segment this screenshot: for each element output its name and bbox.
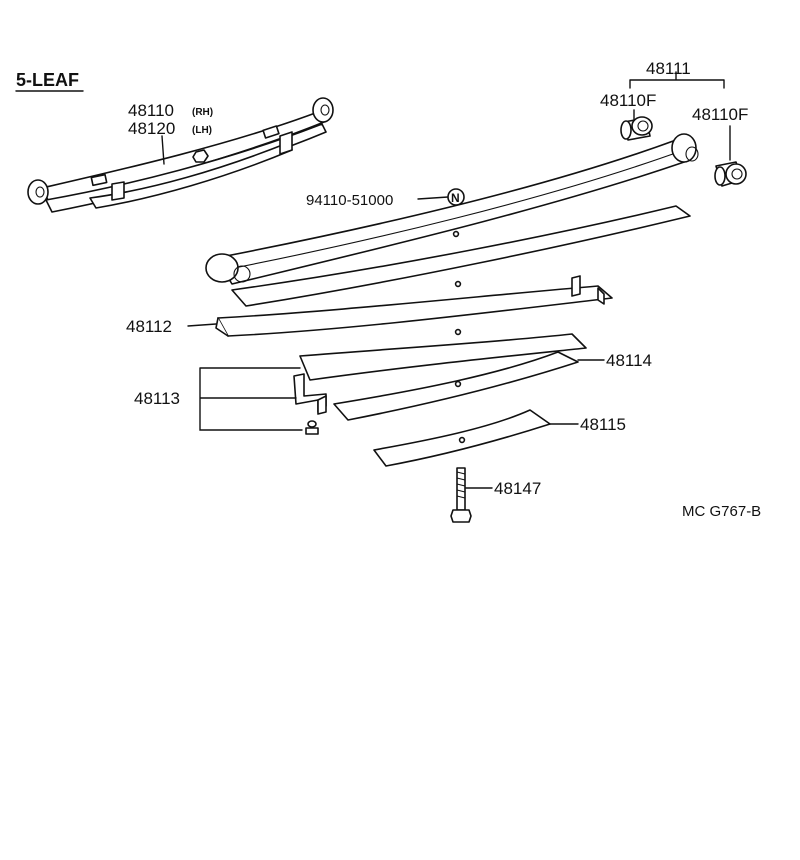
bushing-left-illustration bbox=[620, 116, 653, 141]
bracket-48111 bbox=[629, 71, 725, 89]
label-48113: 48113 bbox=[134, 389, 180, 408]
leader-nut bbox=[417, 196, 449, 200]
label-94110-51000: 94110-51000 bbox=[306, 192, 393, 209]
leader-spring-assembly bbox=[161, 135, 165, 165]
leaf-spring-assembly-illustration bbox=[27, 97, 334, 213]
nut-symbol: N bbox=[451, 191, 460, 205]
leaf-no5-illustration bbox=[373, 409, 551, 467]
figure-code: MC G767-B bbox=[682, 503, 761, 520]
bracket-48113 bbox=[199, 367, 303, 431]
leader-48112 bbox=[187, 323, 217, 327]
label-48110f-right: 48110F bbox=[692, 105, 748, 124]
label-48147: 48147 bbox=[494, 479, 541, 498]
label-48112: 48112 bbox=[126, 317, 172, 336]
clip-rivet-illustration bbox=[305, 420, 319, 435]
leaf-no2-illustration bbox=[231, 205, 691, 307]
label-48120: 48120 bbox=[128, 119, 175, 138]
diagram-title: 5-LEAF bbox=[16, 70, 79, 90]
bushing-right-illustration bbox=[714, 161, 747, 187]
leaf-no4-illustration bbox=[299, 333, 587, 421]
clip-illustration bbox=[293, 373, 327, 415]
label-48114: 48114 bbox=[606, 351, 652, 370]
center-bolt-illustration bbox=[450, 467, 472, 523]
label-48115: 48115 bbox=[580, 415, 626, 434]
label-lh: (LH) bbox=[192, 125, 212, 136]
label-48111: 48111 bbox=[646, 59, 691, 78]
leaf-no3-illustration bbox=[215, 275, 613, 337]
leaf-no1-illustration bbox=[205, 133, 699, 285]
label-48110f-left: 48110F bbox=[600, 91, 656, 110]
label-rh: (RH) bbox=[192, 107, 213, 118]
label-48110: 48110 bbox=[128, 101, 174, 120]
